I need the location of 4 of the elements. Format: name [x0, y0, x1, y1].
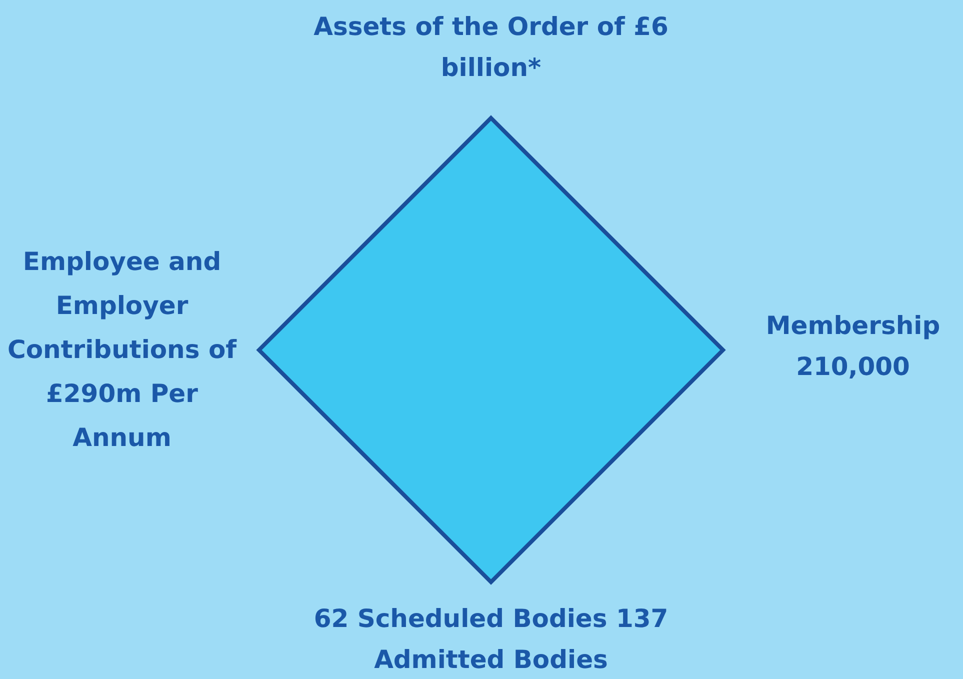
corner-label: 62 Scheduled Bodies 137 Admitted Bodies [312, 603, 670, 676]
corner-label: Assets of the Order of £6 billion* [312, 11, 670, 84]
corner-label: Membership 210,000 [764, 310, 942, 383]
corner-label: Employee and Employer Contributions of £290m Per Annum [6, 246, 238, 454]
